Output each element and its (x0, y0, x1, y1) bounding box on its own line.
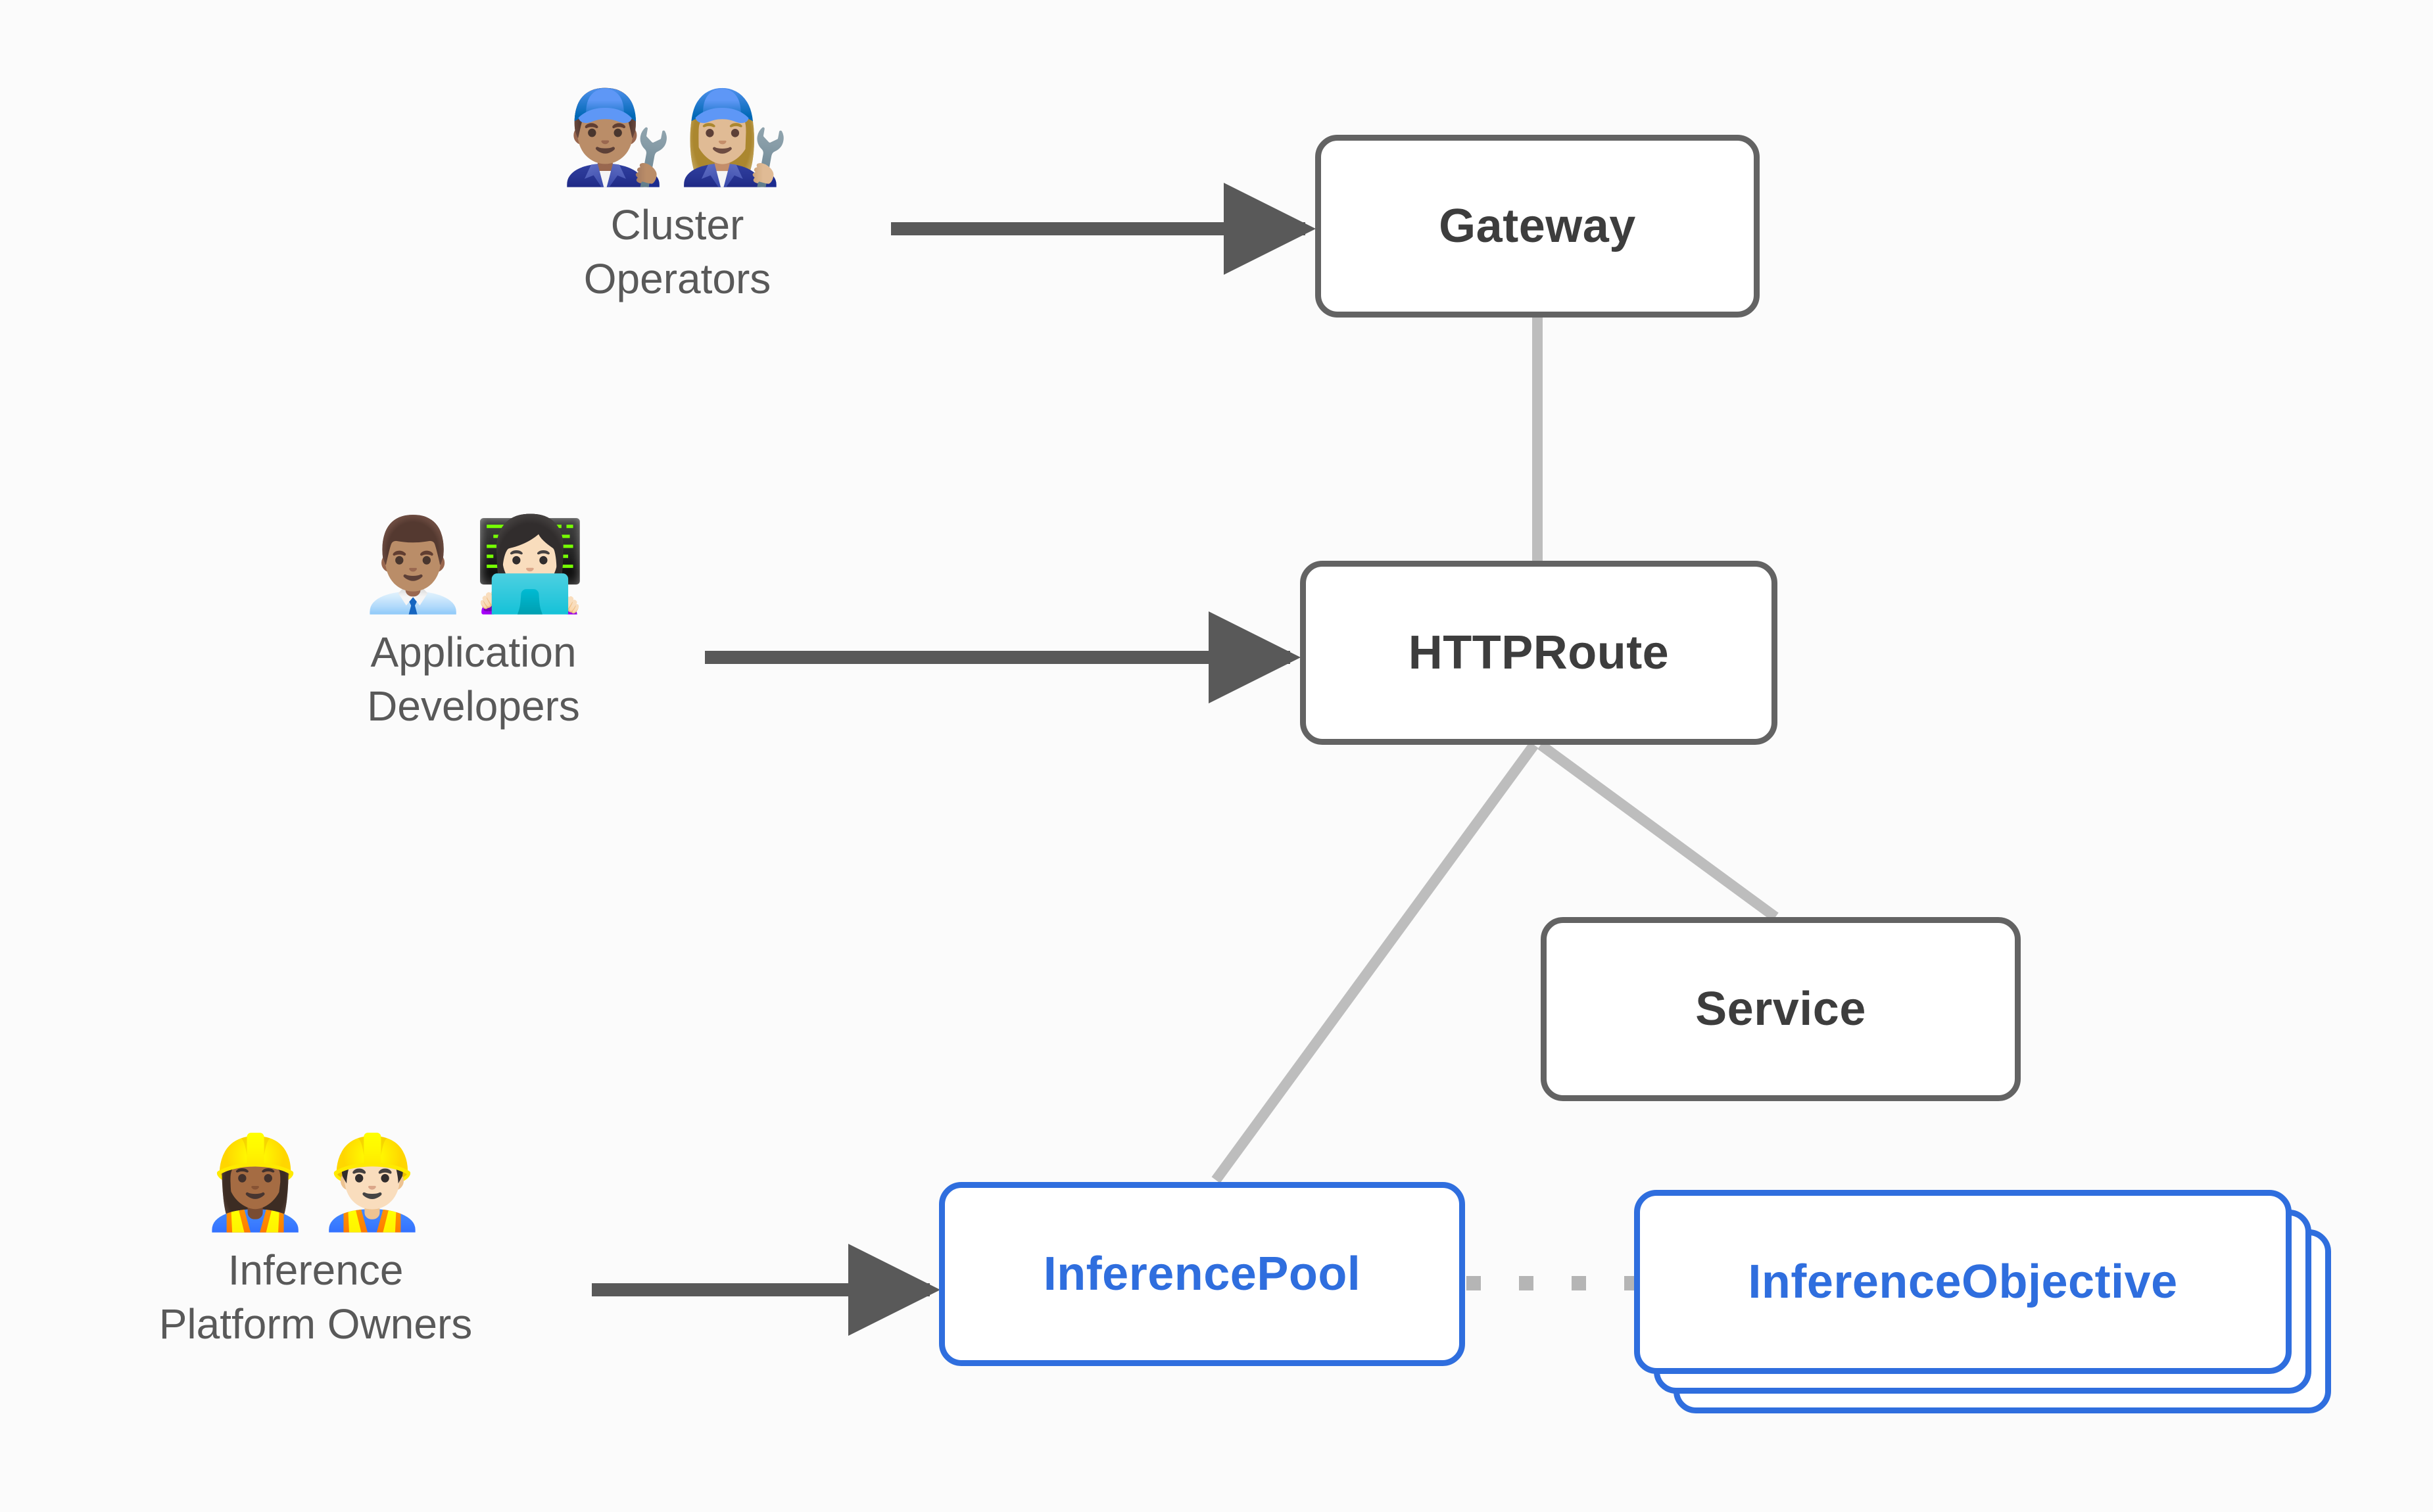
node-service[interactable]: Service (1541, 917, 2021, 1101)
persona-cluster-operators: 👨🏽‍🔧👩🏼‍🔧 Cluster Operators (539, 92, 815, 306)
node-gateway[interactable]: Gateway (1315, 135, 1760, 318)
cluster-operators-label: Cluster Operators (583, 201, 771, 302)
persona-inference-platform-owners: 👷🏾‍♀️👷🏻‍♂️ Inference Platform Owners (99, 1137, 533, 1352)
persona-application-developers: 👨🏽‍💼👩🏻‍💻 Application Developers (322, 519, 625, 734)
inference-platform-owners-label: Inference Platform Owners (158, 1246, 473, 1348)
node-httproute-label: HTTPRoute (1408, 626, 1670, 679)
node-inferencepool[interactable]: InferencePool (939, 1182, 1465, 1366)
edge-httproute-to-service (1537, 740, 1779, 922)
inference-platform-owners-avatar-icons: 👷🏾‍♀️👷🏻‍♂️ (199, 1129, 433, 1235)
cluster-operators-avatar-icons: 👨🏽‍🔧👩🏼‍🔧 (560, 84, 794, 190)
node-inferenceobjective[interactable]: InferenceObjective (1634, 1190, 2292, 1374)
application-developers-avatar-icons: 👨🏽‍💼👩🏻‍💻 (356, 511, 590, 617)
application-developers-label: Application Developers (367, 628, 580, 730)
node-gateway-label: Gateway (1439, 200, 1636, 252)
edge-httproute-to-inferencepool (1211, 742, 1539, 1183)
node-inferencepool-label: InferencePool (1043, 1248, 1361, 1300)
node-inferenceobjective-label: InferenceObjective (1748, 1256, 2178, 1308)
node-httproute[interactable]: HTTPRoute (1300, 561, 1777, 745)
node-service-label: Service (1695, 983, 1866, 1035)
